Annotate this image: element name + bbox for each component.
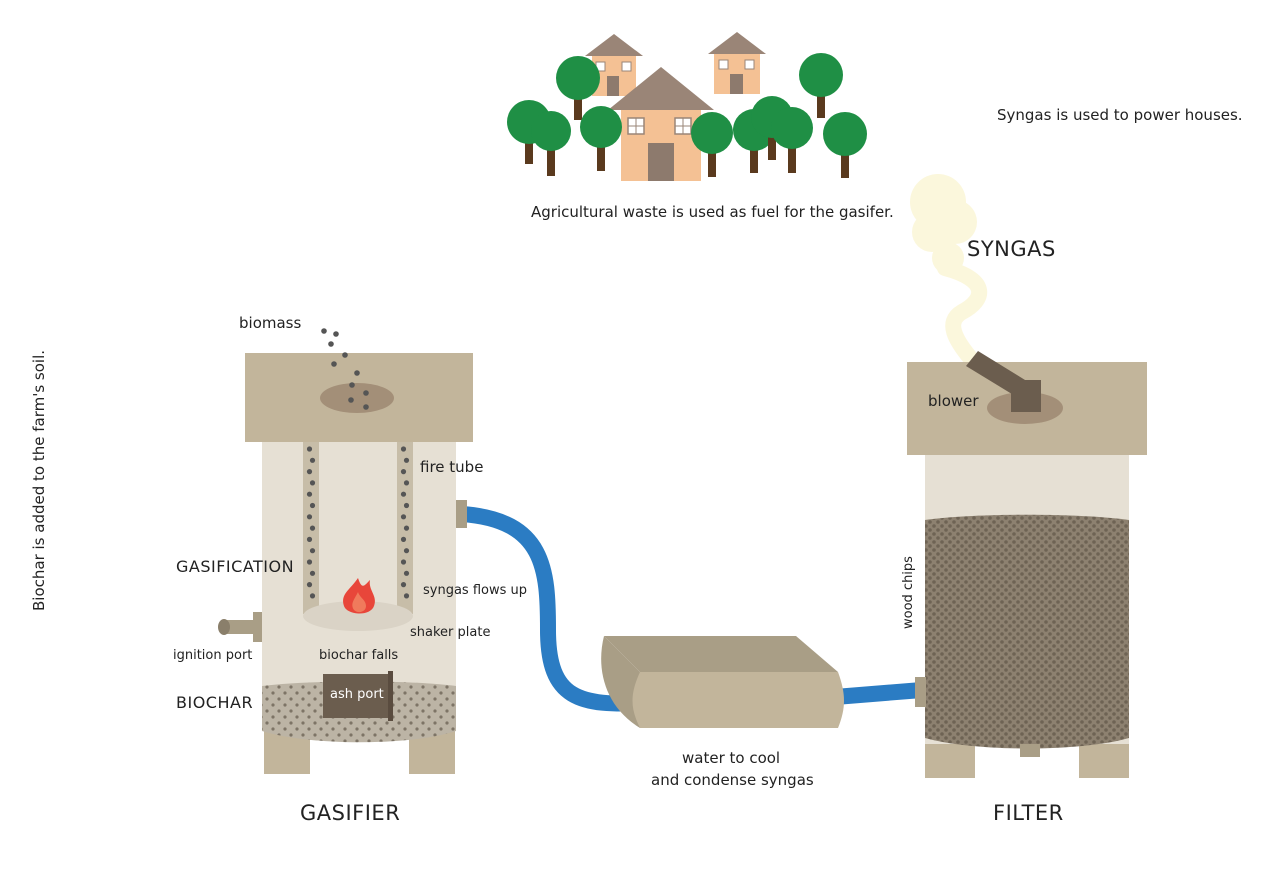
house-icon (608, 67, 714, 181)
fire-tube-particle (306, 559, 313, 565)
cooling-tank (601, 636, 844, 728)
fire-tube-particle (306, 491, 313, 497)
fire-tube-particle (306, 514, 313, 520)
label-ignition-port: ignition port (173, 648, 252, 663)
ash-port-handle (388, 671, 393, 721)
wood-chips-bed (925, 514, 1129, 749)
flame-icon (343, 578, 375, 614)
label-biochar: BIOCHAR (176, 693, 253, 712)
label-syngas-flows-up: syngas flows up (423, 583, 527, 598)
tree-icon (556, 56, 600, 120)
caption-fuel: Agricultural waste is used as fuel for t… (531, 203, 894, 221)
label-blower: blower (928, 392, 979, 410)
cooling-tank-top (604, 636, 838, 672)
fire-tube-particle (306, 582, 313, 588)
ignition-port (218, 612, 262, 642)
fire-tube-particle (403, 593, 410, 599)
ash-port-label: ash port (330, 687, 384, 702)
filter (907, 174, 1147, 778)
label-syngas: SYNGAS (967, 237, 1056, 261)
biomass-particles (321, 328, 369, 410)
tree-icon (799, 53, 843, 118)
tree-icon (580, 106, 622, 171)
label-water-line2: and condense syngas (651, 771, 814, 789)
fire-tube-particle (306, 469, 313, 475)
fire-tube-particle (403, 502, 410, 509)
fire-tube-particle (403, 570, 410, 576)
fire-tube-particle (309, 457, 316, 463)
fire-tube-particles (400, 446, 410, 599)
gasifier-body (262, 440, 456, 690)
caption-houses: Syngas is used to power houses. (997, 106, 1243, 124)
cooling-tank-back (601, 636, 640, 728)
village-illustration (507, 32, 867, 181)
filter-drain (1020, 744, 1040, 757)
fire-tube-particle (400, 469, 407, 475)
label-wood-chips: wood chips (901, 556, 916, 629)
blower-icon (966, 351, 1041, 412)
fire-tube-particle (309, 593, 316, 599)
tree-icon (691, 112, 733, 177)
fire-tube-particle (309, 570, 316, 576)
tree-icon (771, 107, 813, 173)
label-water-line1: water to cool (682, 749, 780, 767)
house-icon (585, 34, 643, 96)
fire-tube-particle (403, 548, 410, 554)
fire-tube-particle (400, 536, 407, 543)
label-biochar-falls: biochar falls (319, 648, 398, 663)
caption-soil: Biochar is added to the farm's soil. (30, 350, 48, 611)
tree-icon (531, 111, 571, 176)
fire-tube-particle (403, 525, 410, 531)
fire-tube-particle (400, 559, 407, 565)
fire-tube-particle (400, 582, 407, 588)
syngas-pipe-gasifier-to-cooler (461, 506, 646, 712)
fire-tube-particle (403, 480, 410, 486)
cooling-tank-body (632, 672, 844, 728)
fire-tube-particle (400, 446, 407, 452)
label-fire-tube: fire tube (420, 458, 483, 476)
filter-inlet (915, 677, 926, 707)
label-filter: FILTER (993, 801, 1064, 825)
fire-tube-particle (403, 457, 410, 463)
fire-tube-particle (400, 514, 407, 520)
label-gasification: GASIFICATION (176, 557, 294, 576)
fire-tube-particle (400, 491, 407, 497)
gasifier-outlet (456, 500, 467, 528)
label-gasifier: GASIFIER (300, 801, 400, 825)
tree-icon (823, 112, 867, 178)
label-biomass: biomass (239, 314, 301, 332)
label-shaker-plate: shaker plate (410, 625, 490, 640)
shaker-plate (303, 601, 413, 631)
fire-tube-particle (309, 548, 316, 554)
hopper-opening (320, 383, 394, 413)
syngas-smoke (910, 174, 987, 368)
gasifier: ash port (218, 353, 473, 774)
house-icon (708, 32, 766, 94)
fire-tube-particle (309, 502, 316, 509)
ash-port (323, 674, 390, 718)
fire-tube-particle (306, 536, 313, 543)
fire-tube-particle (306, 446, 313, 452)
syngas-pipe-cooler-to-filter (834, 682, 923, 705)
fire-tube-particle (309, 525, 316, 531)
fire-tube-particles (306, 446, 316, 599)
fire-tube-particle (309, 480, 316, 486)
